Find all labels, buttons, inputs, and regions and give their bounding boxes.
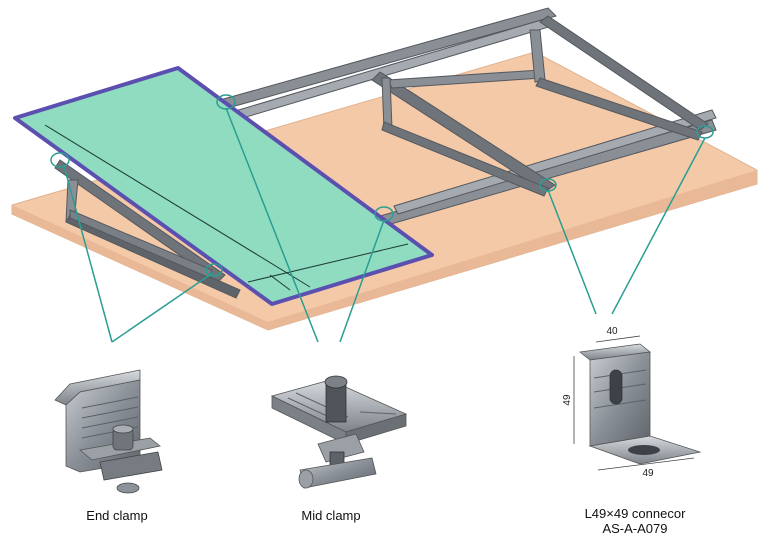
dim-side-height: 49 <box>562 394 573 406</box>
mid-clamp-label: Mid clamp <box>301 508 361 523</box>
callout-lines <box>63 107 706 343</box>
end-clamp-icon <box>54 369 163 494</box>
mid-clamp-icon <box>270 375 408 489</box>
l-bracket-icon: 40 49 49 <box>562 326 702 479</box>
connector-label-line2: AS-A-A079 <box>602 521 668 536</box>
connector-label-line1: L49×49 connecor <box>584 506 686 521</box>
connector-label: L49×49 connecor AS-A-A079 <box>560 506 710 536</box>
end-clamp-label: End clamp <box>86 508 148 523</box>
dim-bottom-width: 49 <box>642 468 654 479</box>
mounting-rails <box>54 7 717 299</box>
solar-panel <box>13 66 434 306</box>
dim-top-width: 40 <box>606 326 618 337</box>
